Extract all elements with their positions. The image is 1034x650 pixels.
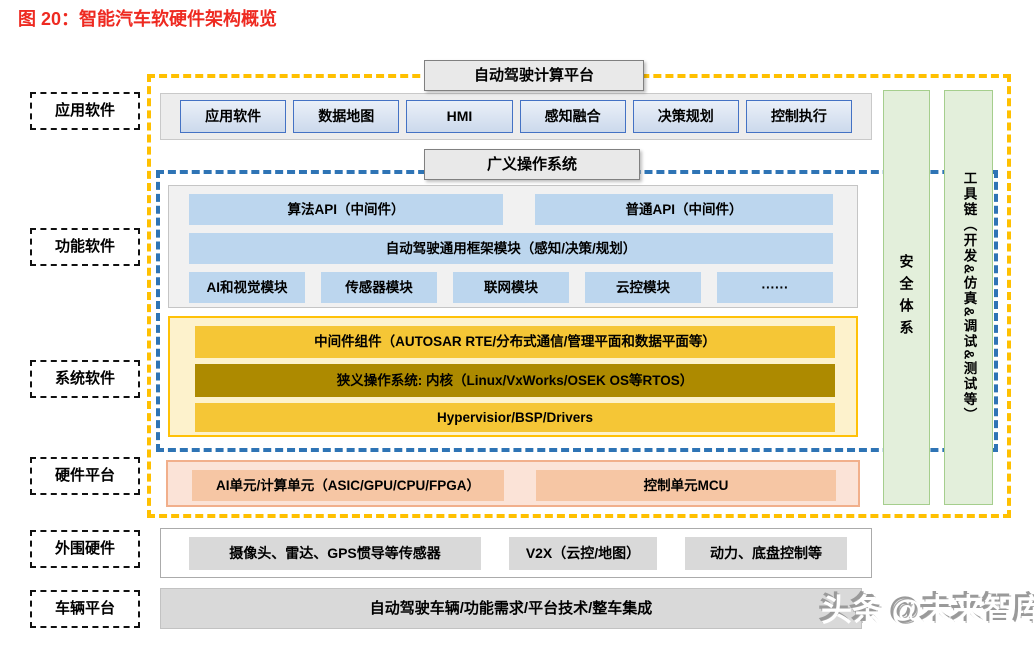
v2x-box: V2X（云控/地图） — [509, 537, 657, 570]
layer-label-system-software: 系统软件 — [30, 360, 140, 398]
toolchain-column: 工具链（开发&仿真&调试&测试等） — [944, 90, 993, 505]
peripheral-hardware-band: 摄像头、雷达、GPS惯导等传感器 V2X（云控/地图） 动力、底盘控制等 — [160, 528, 872, 578]
app-box-perception-fusion: 感知融合 — [519, 100, 626, 133]
common-api-box: 普通API（中间件） — [535, 194, 833, 225]
app-box-data-map: 数据地图 — [293, 100, 400, 133]
control-unit-mcu-box: 控制单元MCU — [536, 470, 836, 501]
layer-label-functional-software: 功能软件 — [30, 228, 140, 266]
broad-os-header: 广义操作系统 — [424, 149, 640, 180]
layer-label-peripheral-hardware: 外围硬件 — [30, 530, 140, 568]
app-box-control-execution: 控制执行 — [745, 100, 853, 133]
ai-compute-unit-box: AI单元/计算单元（ASIC/GPU/CPU/FPGA） — [192, 470, 504, 501]
module-sensor: 传感器模块 — [321, 272, 437, 303]
power-chassis-box: 动力、底盘控制等 — [685, 537, 847, 570]
functional-software-band: 算法API（中间件） 普通API（中间件） 自动驾驶通用框架模块（感知/决策/规… — [168, 185, 858, 308]
algorithm-api-box: 算法API（中间件） — [189, 194, 503, 225]
module-networking: 联网模块 — [453, 272, 569, 303]
application-software-band: 应用软件 数据地图 HMI 感知融合 决策规划 控制执行 — [160, 93, 872, 140]
toutiao-watermark: 头条 @未来智库 — [821, 593, 1034, 628]
hypervisor-bsp-drivers-box: Hypervisior/BSP/Drivers — [195, 403, 835, 432]
system-software-band: 中间件组件（AUTOSAR RTE/分布式通信/管理平面和数据平面等） 狭义操作… — [168, 316, 858, 437]
ad-framework-module-box: 自动驾驶通用框架模块（感知/决策/规划） — [189, 233, 833, 264]
figure-title: 图 20：智能汽车软硬件架构概览 — [18, 9, 278, 29]
sensors-box: 摄像头、雷达、GPS惯导等传感器 — [189, 537, 481, 570]
narrow-os-kernel-box: 狭义操作系统: 内核（Linux/VxWorks/OSEK OS等RTOS） — [195, 364, 835, 397]
app-box-application-software: 应用软件 — [180, 100, 287, 133]
layer-label-vehicle-platform: 车辆平台 — [30, 590, 140, 628]
middleware-components-box: 中间件组件（AUTOSAR RTE/分布式通信/管理平面和数据平面等） — [195, 326, 835, 358]
module-ellipsis: ······ — [717, 272, 833, 303]
app-box-hmi: HMI — [406, 100, 513, 133]
module-cloud-ctrl: 云控模块 — [585, 272, 701, 303]
layer-label-hardware-platform: 硬件平台 — [30, 457, 140, 495]
app-box-decision-planning: 决策规划 — [632, 100, 739, 133]
vehicle-platform-box: 自动驾驶车辆/功能需求/平台技术/整车集成 — [160, 588, 862, 629]
autonomous-computing-platform-header: 自动驾驶计算平台 — [424, 60, 644, 91]
layer-label-application-software: 应用软件 — [30, 92, 140, 130]
hardware-platform-band: AI单元/计算单元（ASIC/GPU/CPU/FPGA） 控制单元MCU — [166, 460, 860, 507]
functional-modules-row: AI和视觉模块 传感器模块 联网模块 云控模块 ······ — [189, 272, 833, 303]
security-system-column: 安全体系 — [883, 90, 930, 505]
module-ai-vision: AI和视觉模块 — [189, 272, 305, 303]
